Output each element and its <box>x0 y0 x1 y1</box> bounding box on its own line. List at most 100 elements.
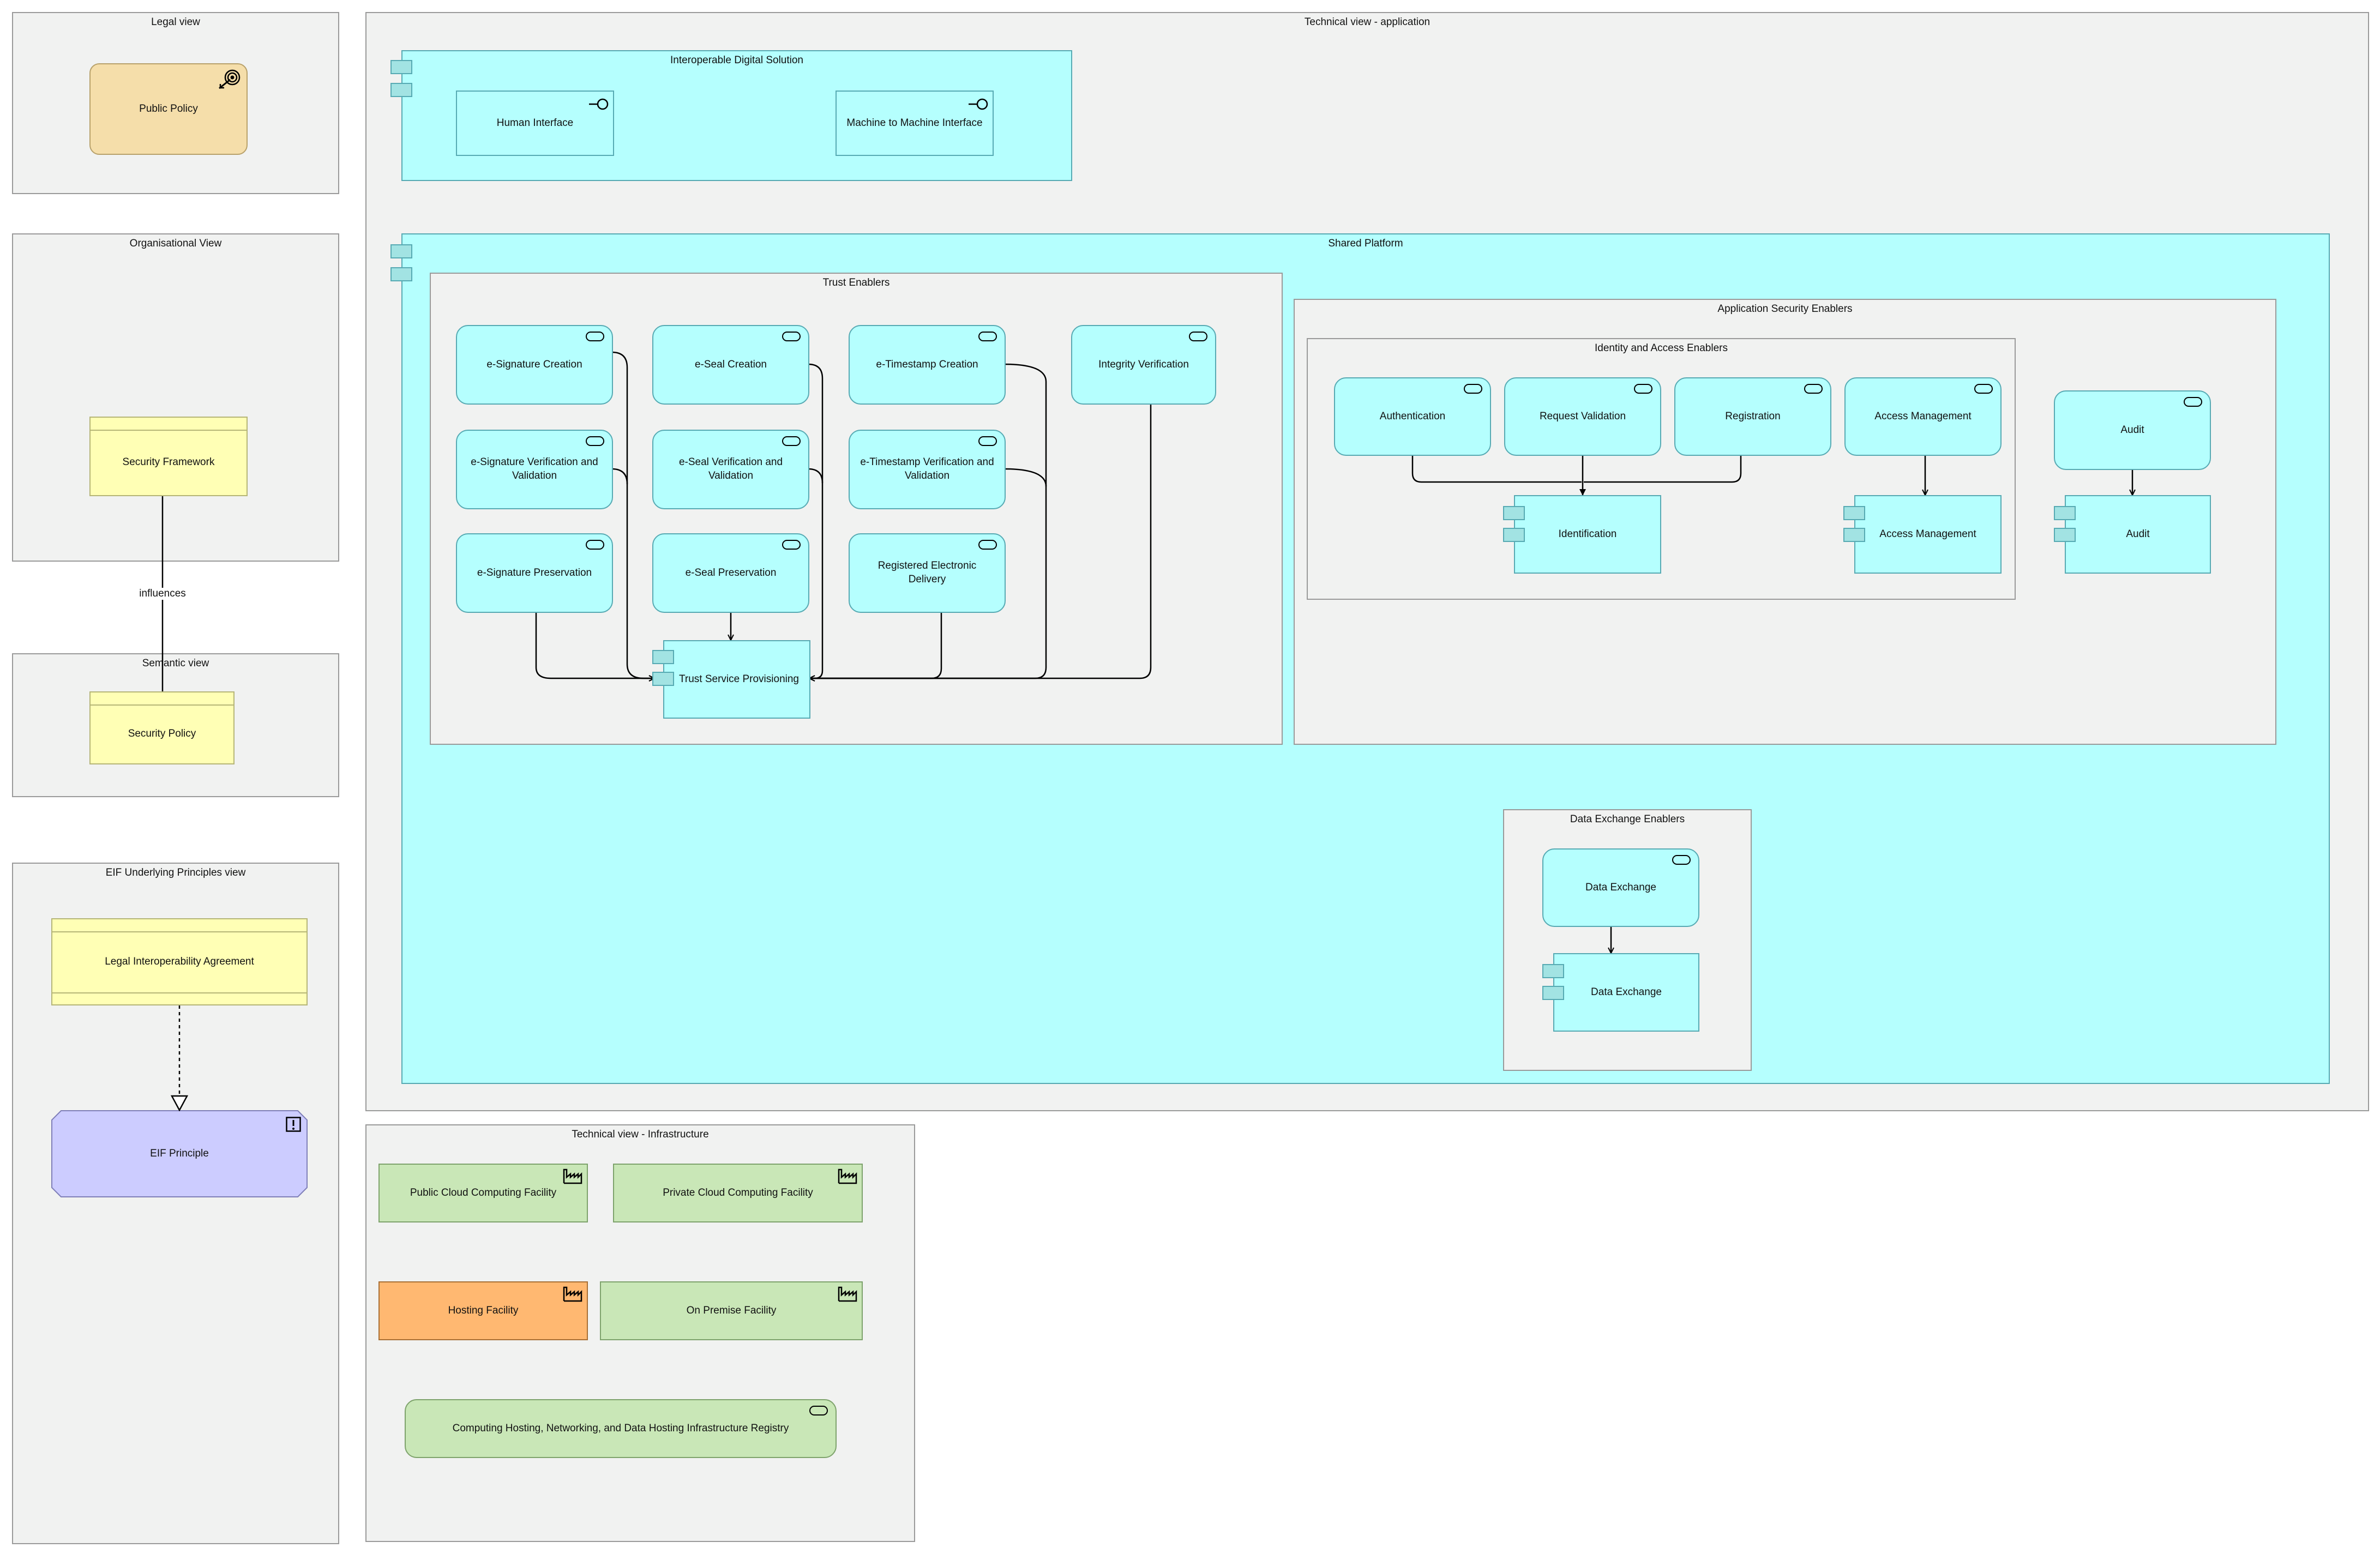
component-icon <box>1843 506 1865 520</box>
eseal-pres-label: e-Seal Preservation <box>685 567 777 579</box>
authentication-label: Authentication <box>1379 410 1446 422</box>
audit-component[interactable]: Audit <box>2065 495 2211 574</box>
access-management-component[interactable]: Access Management <box>1854 495 2002 574</box>
esig-pres-service[interactable]: e-Signature Preservation <box>456 533 613 613</box>
tech-infra-view-title: Technical view - Infrastructure <box>572 1129 709 1140</box>
eseal-pres-service[interactable]: e-Seal Preservation <box>652 533 809 613</box>
data-exchange-service[interactable]: Data Exchange <box>1542 848 1699 927</box>
m2m-interface[interactable]: Machine to Machine Interface <box>836 91 994 156</box>
component-icon <box>652 672 674 686</box>
data-exchange-component[interactable]: Data Exchange <box>1553 953 1699 1032</box>
public-policy-goal[interactable]: Public Policy <box>89 63 248 155</box>
esig-verif-label: e-Signature Verification and Validation <box>471 456 598 481</box>
legal-agreement-object[interactable]: Legal Interoperability Agreement <box>51 918 308 1005</box>
service-pill-icon <box>1974 384 1993 394</box>
hosting-label: Hosting Facility <box>448 1304 519 1316</box>
public-cloud-facility[interactable]: Public Cloud Computing Facility <box>378 1164 588 1222</box>
esig-creation-label: e-Signature Creation <box>486 358 582 370</box>
private-cloud-label: Private Cloud Computing Facility <box>663 1186 813 1198</box>
service-pill-icon <box>586 540 604 550</box>
infra-registry-service[interactable]: Computing Hosting, Networking, and Data … <box>405 1399 837 1458</box>
ets-creation-label: e-Timestamp Creation <box>876 358 978 370</box>
component-icon <box>1503 528 1525 542</box>
authentication-service[interactable]: Authentication <box>1334 377 1491 456</box>
request-validation-label: Request Validation <box>1539 410 1626 422</box>
identification-component[interactable]: Identification <box>1514 495 1661 574</box>
component-icon <box>2054 506 2076 520</box>
interoperable-solution-title: Interoperable Digital Solution <box>670 55 803 66</box>
interface-lollipop-icon <box>589 98 609 110</box>
identity-access-enablers-title: Identity and Access Enablers <box>1595 342 1728 354</box>
factory-icon <box>563 1286 582 1302</box>
eif-principle-element[interactable]: EIF Principle <box>51 1110 308 1197</box>
service-pill-icon <box>782 332 801 341</box>
eseal-creation-service[interactable]: e-Seal Creation <box>652 325 809 405</box>
organisational-view-group: Organisational View <box>12 233 339 562</box>
legal-agreement-label: Legal Interoperability Agreement <box>105 955 254 967</box>
app-security-enablers-title: Application Security Enablers <box>1717 303 1853 315</box>
ets-verif-label: e-Timestamp Verification and Validation <box>860 456 994 481</box>
audit-service[interactable]: Audit <box>2054 390 2211 470</box>
human-interface[interactable]: Human Interface <box>456 91 614 156</box>
factory-icon <box>838 1168 857 1184</box>
access-management-service-label: Access Management <box>1874 410 1972 422</box>
ets-creation-service[interactable]: e-Timestamp Creation <box>849 325 1006 405</box>
service-pill-icon <box>1672 855 1691 865</box>
security-framework-object[interactable]: Security Framework <box>89 417 248 496</box>
red-label: Registered Electronic Delivery <box>878 560 977 585</box>
organisational-view-title: Organisational View <box>129 238 222 249</box>
semantic-view-title: Semantic view <box>142 658 209 669</box>
esig-verif-service[interactable]: e-Signature Verification and Validation <box>456 430 613 509</box>
audit-service-label: Audit <box>2120 424 2144 436</box>
component-icon <box>390 83 412 97</box>
request-validation-service[interactable]: Request Validation <box>1504 377 1661 456</box>
influences-label: influences <box>130 588 195 600</box>
component-icon <box>390 267 412 281</box>
infra-registry-label: Computing Hosting, Networking, and Data … <box>452 1422 789 1434</box>
eif-principle-label: EIF Principle <box>150 1147 209 1159</box>
component-icon <box>2054 528 2076 542</box>
eif-principle-shape[interactable] <box>51 1110 308 1197</box>
public-policy-label: Public Policy <box>139 103 198 115</box>
factory-icon <box>563 1168 582 1184</box>
interface-lollipop-icon <box>969 98 988 110</box>
red-service[interactable]: Registered Electronic Delivery <box>849 533 1006 613</box>
esig-pres-label: e-Signature Preservation <box>477 567 592 579</box>
service-pill-icon <box>1634 384 1652 394</box>
security-policy-object[interactable]: Security Policy <box>89 691 235 764</box>
component-icon <box>1542 986 1564 1000</box>
goal-target-icon <box>219 69 241 89</box>
identification-label: Identification <box>1558 528 1617 540</box>
esig-creation-service[interactable]: e-Signature Creation <box>456 325 613 405</box>
service-pill-icon <box>586 436 604 446</box>
service-pill-icon <box>809 1406 828 1416</box>
eseal-verif-label: e-Seal Verification and Validation <box>678 456 783 481</box>
service-pill-icon <box>782 436 801 446</box>
on-premise-facility[interactable]: On Premise Facility <box>600 1281 863 1340</box>
service-pill-icon <box>782 540 801 550</box>
private-cloud-facility[interactable]: Private Cloud Computing Facility <box>613 1164 863 1222</box>
factory-icon <box>838 1286 857 1302</box>
m2m-interface-label: Machine to Machine Interface <box>846 117 983 129</box>
registration-service[interactable]: Registration <box>1674 377 1831 456</box>
integrity-verification-service[interactable]: Integrity Verification <box>1071 325 1216 405</box>
integrity-verification-label: Integrity Verification <box>1098 358 1189 370</box>
trust-service-provisioning-component[interactable]: Trust Service Provisioning <box>663 640 810 719</box>
service-pill-icon <box>1464 384 1482 394</box>
on-premise-label: On Premise Facility <box>686 1304 777 1316</box>
eseal-verif-service[interactable]: e-Seal Verification and Validation <box>652 430 809 509</box>
public-cloud-label: Public Cloud Computing Facility <box>410 1186 557 1198</box>
service-pill-icon <box>978 540 997 550</box>
hosting-facility[interactable]: Hosting Facility <box>378 1281 588 1340</box>
ets-verif-service[interactable]: e-Timestamp Verification and Validation <box>849 430 1006 509</box>
service-pill-icon <box>1804 384 1823 394</box>
data-exchange-service-label: Data Exchange <box>1585 881 1656 893</box>
service-pill-icon <box>978 436 997 446</box>
eseal-creation-label: e-Seal Creation <box>694 358 767 370</box>
principle-exclamation-icon <box>286 1117 301 1132</box>
security-policy-label: Security Policy <box>128 727 196 739</box>
principles-view-title: EIF Underlying Principles view <box>105 867 246 878</box>
access-management-service[interactable]: Access Management <box>1844 377 2002 456</box>
service-pill-icon <box>2184 397 2202 407</box>
service-pill-icon <box>978 332 997 341</box>
